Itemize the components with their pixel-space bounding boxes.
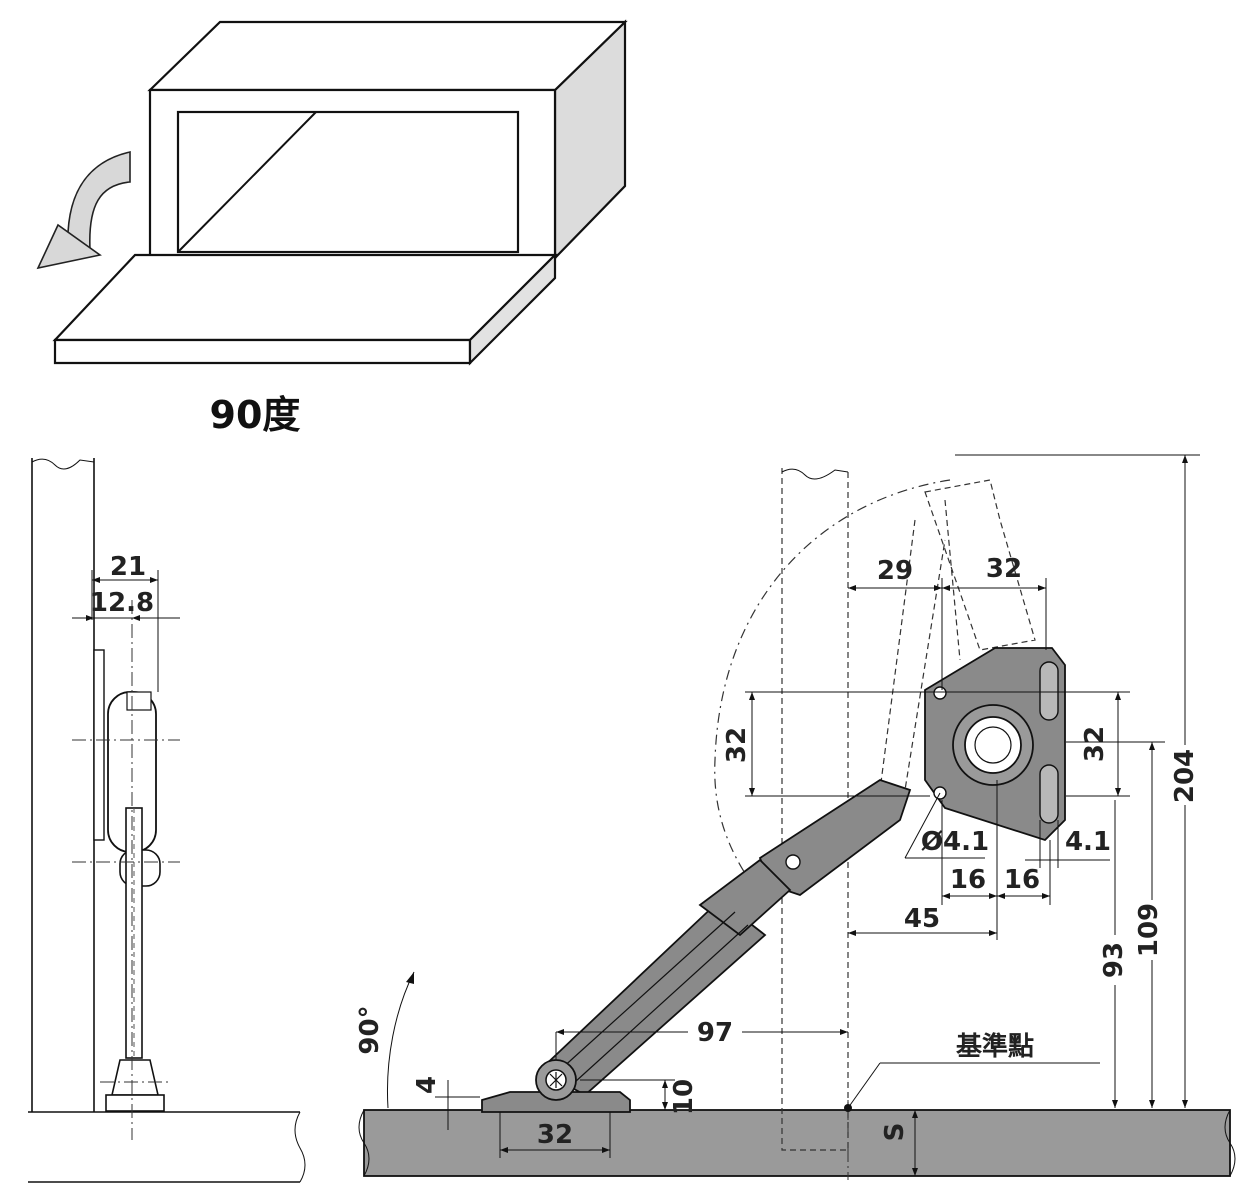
- side-view: 29 32 32 32 204 109 93: [355, 454, 1236, 1180]
- base-mount: [481, 1091, 631, 1113]
- flap-open-arrow-icon: [36, 150, 131, 270]
- flap-board: [363, 1109, 1231, 1177]
- dim-109-label: 109: [1134, 903, 1164, 957]
- dim-32-base-label: 32: [537, 1120, 573, 1150]
- dim-29-label: 29: [877, 556, 913, 586]
- dim-32-top-label: 32: [986, 554, 1022, 584]
- dim-45-label: 45: [904, 904, 940, 934]
- reference-point-label: 基準點: [956, 1031, 1034, 1062]
- dim-diameter-label: Ø4.1: [921, 827, 989, 857]
- dim-204-label: 204: [1170, 749, 1200, 803]
- upper-arm: [758, 779, 912, 897]
- dim-16-a-label: 16: [950, 865, 986, 895]
- dim-32-right-label: 32: [1080, 726, 1110, 762]
- dim-4-label: 4: [412, 1076, 442, 1094]
- dim-s-label: S: [880, 1123, 910, 1142]
- dim-32-left-label: 32: [722, 727, 752, 763]
- dim-12-8-label: 12.8: [90, 588, 154, 618]
- dim-16-b-label: 16: [1004, 865, 1040, 895]
- dim-4-1-label: 4.1: [1065, 827, 1111, 857]
- cabinet-illustration: [52, 19, 628, 366]
- dim-97-label: 97: [697, 1018, 733, 1048]
- front-view: 21 12.8: [28, 458, 306, 1183]
- caption-90-degrees: 90度: [210, 393, 301, 437]
- dim-angle-label: 90°: [355, 1005, 385, 1054]
- dim-93-label: 93: [1099, 942, 1129, 978]
- dim-10-label: 10: [669, 1079, 699, 1115]
- dim-21-label: 21: [110, 552, 146, 582]
